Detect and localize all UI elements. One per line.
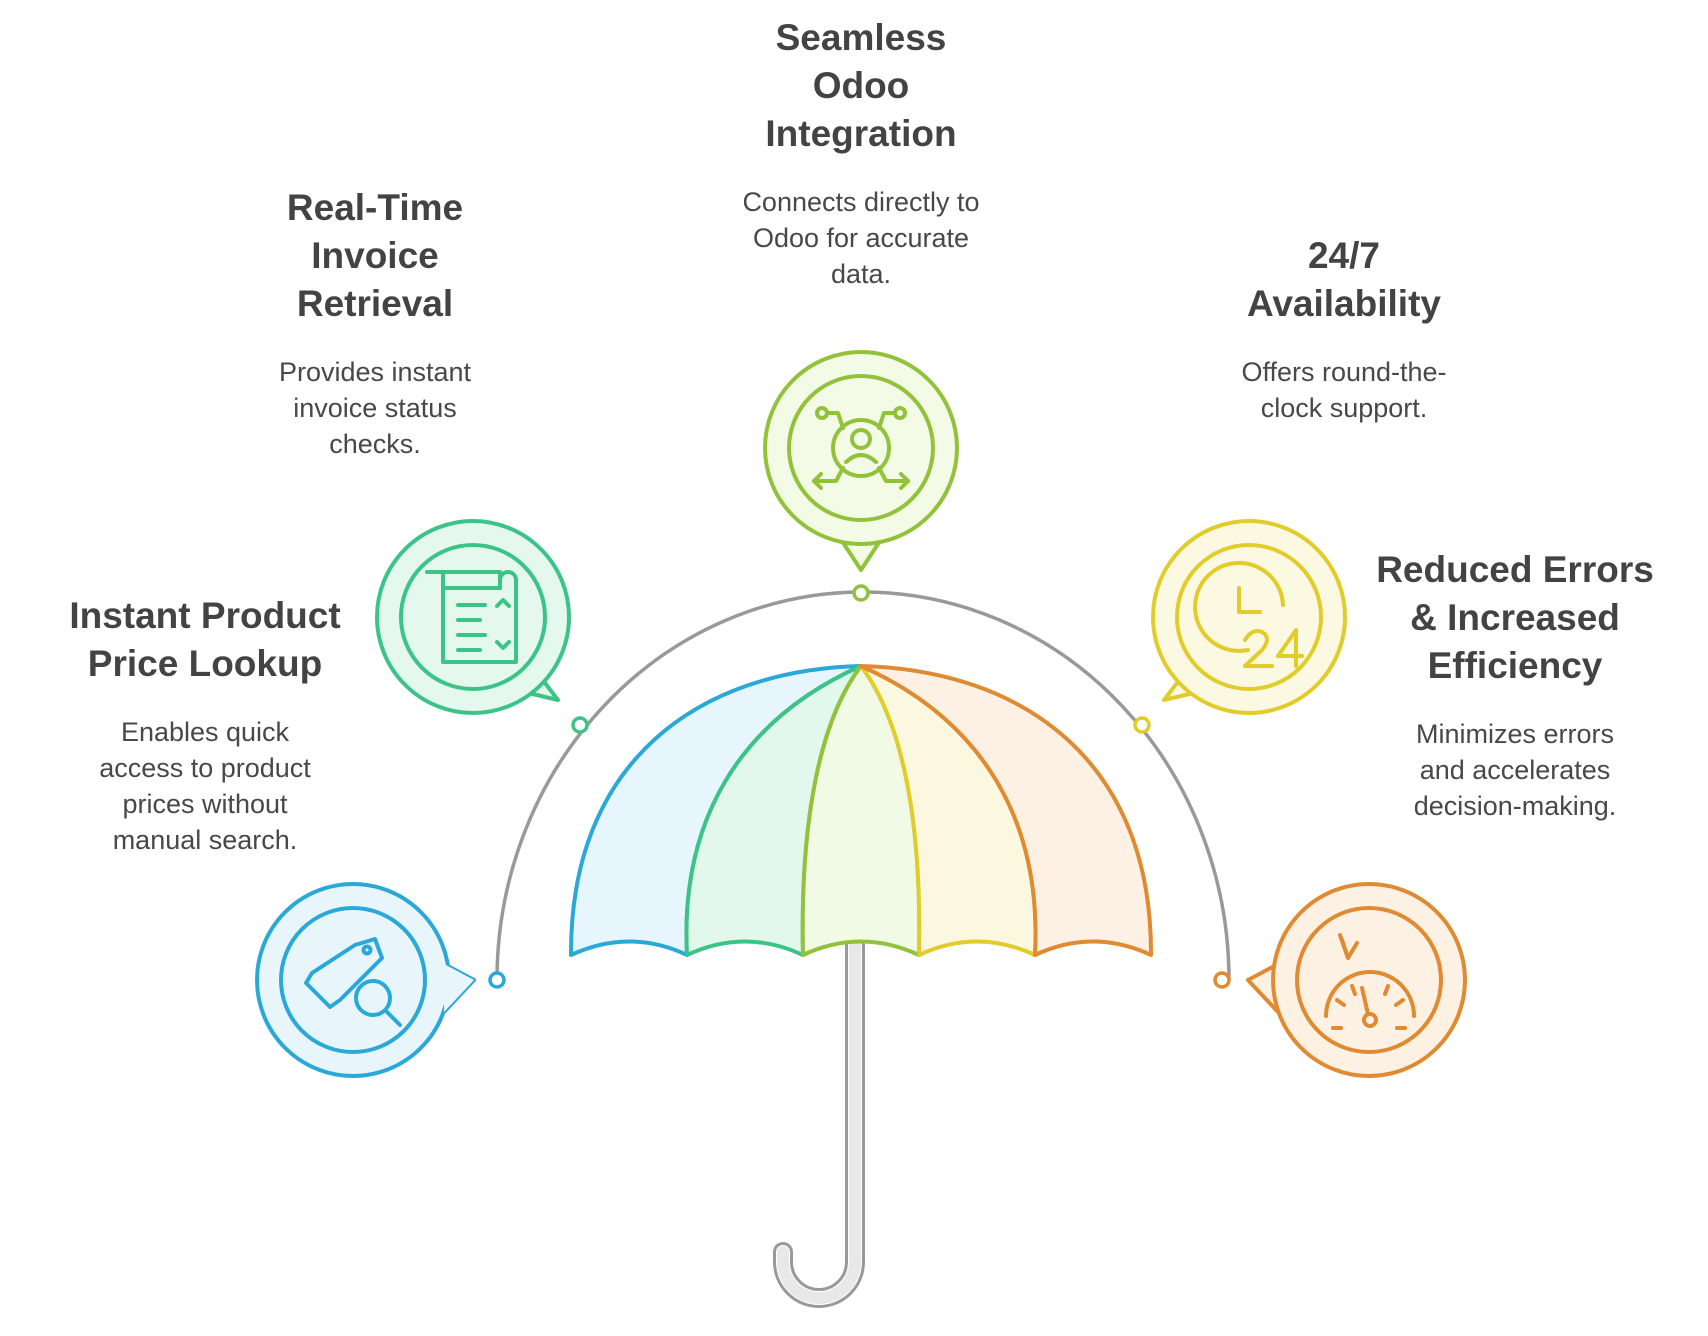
umbrella-handle — [773, 935, 865, 1308]
description-instant-product-price-lookup: Enables quick access to product prices w… — [40, 714, 370, 858]
title-line: Price Lookup — [87, 643, 323, 684]
description-real-time-invoice-retrieval: Provides instant invoice status checks. — [210, 354, 540, 462]
title-line: Real-Time — [286, 187, 464, 228]
text-block-reduced-errors-increased-efficiency: Reduced Errors & Increased Efficiency Mi… — [1340, 546, 1690, 824]
heading-reduced-errors-increased-efficiency: Reduced Errors & Increased Efficiency — [1340, 546, 1690, 690]
title-line: Invoice — [311, 235, 439, 276]
description-line: prices without — [122, 789, 288, 819]
clock-24-icon — [1193, 560, 1304, 668]
heading-availability-24-7: 24/7 Availability — [1184, 232, 1504, 328]
arc-dot-orange — [1213, 971, 1231, 989]
heading-seamless-odoo-integration: Seamless Odoo Integration — [676, 14, 1046, 158]
description-line: Connects directly to — [742, 187, 980, 217]
speedometer-icon — [1324, 933, 1416, 1030]
bubble-availability-24-7 — [1151, 519, 1347, 715]
user-network-icon — [812, 406, 910, 490]
heading-real-time-invoice-retrieval: Real-Time Invoice Retrieval — [210, 184, 540, 328]
description-line: Odoo for accurate — [752, 223, 970, 253]
price-tag-search-icon — [304, 937, 402, 1027]
title-line: Odoo — [812, 65, 910, 106]
description-seamless-odoo-integration: Connects directly to Odoo for accurate d… — [676, 184, 1046, 292]
title-line: 24/7 — [1307, 235, 1380, 276]
title-line: Efficiency — [1427, 645, 1603, 686]
arc-dot-yellow — [1133, 716, 1151, 734]
title-line: & Increased — [1410, 597, 1620, 638]
arc-dot-lime — [852, 584, 870, 602]
description-line: data. — [830, 259, 892, 289]
description-line: checks. — [329, 429, 421, 459]
description-reduced-errors-increased-efficiency: Minimizes errors and accelerates decisio… — [1340, 716, 1690, 824]
arc-dot-blue — [488, 971, 506, 989]
invoice-document-icon — [425, 570, 518, 664]
bubble-seamless-odoo-integration — [763, 350, 959, 572]
title-line: Seamless — [775, 17, 947, 58]
text-block-real-time-invoice-retrieval: Real-Time Invoice Retrieval Provides ins… — [210, 184, 540, 462]
bubble-reduced-errors-increased-efficiency — [1246, 882, 1467, 1078]
title-line: Instant Product — [69, 595, 341, 636]
title-line: Reduced Errors — [1376, 549, 1654, 590]
title-line: Retrieval — [296, 283, 454, 324]
description-line: and accelerates — [1419, 755, 1611, 785]
arc-dot-green — [571, 716, 589, 734]
description-line: Offers round-the- — [1241, 357, 1447, 387]
text-block-availability-24-7: 24/7 Availability Offers round-the- cloc… — [1184, 232, 1504, 426]
title-line: Availability — [1247, 283, 1441, 324]
bubble-instant-product-price-lookup — [255, 882, 476, 1078]
canopy-panel-orange — [859, 664, 1154, 957]
description-line: manual search. — [112, 825, 298, 855]
title-line: Integration — [765, 113, 957, 154]
heading-instant-product-price-lookup: Instant Product Price Lookup — [40, 592, 370, 688]
description-line: decision-making. — [1413, 791, 1617, 821]
description-line: clock support. — [1260, 393, 1428, 423]
description-line: Provides instant — [278, 357, 472, 387]
text-block-seamless-odoo-integration: Seamless Odoo Integration Connects direc… — [676, 14, 1046, 292]
bubble-real-time-invoice-retrieval — [375, 519, 571, 715]
umbrella-canopy — [568, 664, 1154, 957]
description-availability-24-7: Offers round-the- clock support. — [1184, 354, 1504, 426]
description-line: Enables quick — [120, 717, 290, 747]
description-line: Minimizes errors — [1415, 719, 1615, 749]
text-block-instant-product-price-lookup: Instant Product Price Lookup Enables qui… — [40, 592, 370, 858]
description-line: access to product — [99, 753, 311, 783]
description-line: invoice status — [293, 393, 457, 423]
